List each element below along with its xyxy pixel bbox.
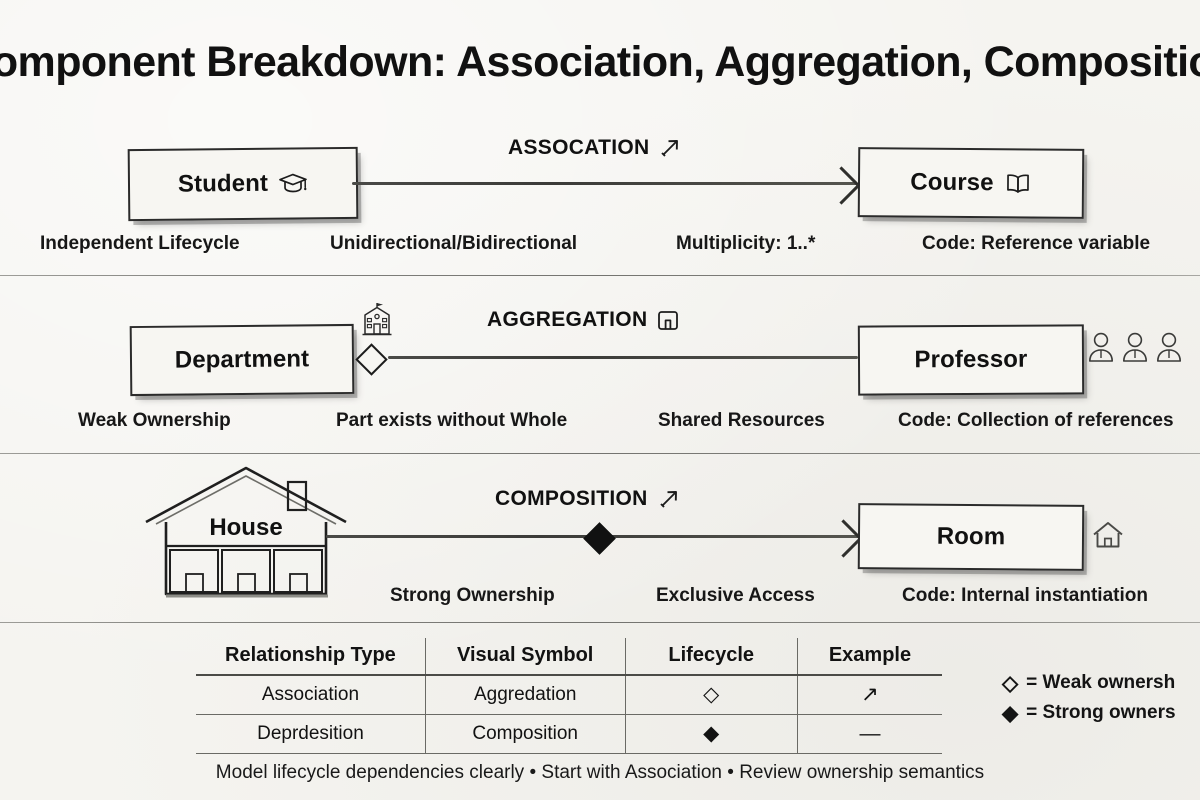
table-header-example: Example xyxy=(797,638,942,676)
aggregation-hollow-diamond xyxy=(355,343,388,376)
person-icon-1 xyxy=(1086,330,1116,364)
arrow-up-right-icon xyxy=(658,136,682,160)
caption-aggr-4: Code: Collection of references xyxy=(898,410,1174,431)
entity-label-student: Student xyxy=(177,169,269,198)
cell-visual-symbol-0: Aggredation xyxy=(425,675,626,715)
table-row[interactable]: Deprdesition Composition ◆ — xyxy=(196,714,942,754)
entity-label-course: Course xyxy=(910,168,994,197)
entity-box-professor[interactable]: Professor xyxy=(857,324,1085,396)
section-tag-label-association: ASSOCATION xyxy=(508,136,650,159)
caption-comp-3: Code: Internal instantiation xyxy=(902,585,1148,606)
cell-relationship-type-1: Deprdesition xyxy=(196,714,426,754)
aggregation-connector-line xyxy=(388,356,858,359)
section-divider-1 xyxy=(0,275,1200,276)
composition-arrowhead xyxy=(824,519,863,558)
table-header-visual-symbol: Visual Symbol xyxy=(425,638,626,676)
entity-box-student[interactable]: Student xyxy=(127,146,359,222)
school-building-icon xyxy=(358,300,396,340)
entity-label-professor: Professor xyxy=(914,345,1028,374)
caption-aggr-1: Weak Ownership xyxy=(78,410,231,431)
legend-item-weak-ownership: ◇ = Weak ownersh xyxy=(1002,668,1200,698)
table-header-relationship-type: Relationship Type xyxy=(196,638,426,676)
cell-example-0: ↗ xyxy=(797,675,942,715)
person-icon-3 xyxy=(1154,330,1184,364)
caption-aggr-3: Shared Resources xyxy=(658,410,825,431)
summary-table: Relationship Type Visual Symbol Lifecycl… xyxy=(196,638,942,754)
table-row[interactable]: Association Aggredation ◇ ↗ xyxy=(196,675,942,715)
section-divider-3 xyxy=(0,622,1200,623)
section-tag-association: ASSOCATION xyxy=(508,136,682,160)
legend-label-strong-ownership: = Strong owners xyxy=(1026,702,1176,723)
footer-tips: Model lifecycle dependencies clearly • S… xyxy=(215,762,985,783)
entity-box-course[interactable]: Course xyxy=(857,147,1085,219)
caption-assoc-4: Code: Reference variable xyxy=(922,233,1151,254)
cell-visual-symbol-1: Composition xyxy=(425,714,626,754)
door-square-icon xyxy=(656,308,680,332)
table-header-row: Relationship Type Visual Symbol Lifecycl… xyxy=(196,638,942,676)
legend-item-strong-ownership: ◆ = Strong owners xyxy=(1002,698,1200,728)
section-divider-2 xyxy=(0,453,1200,454)
entity-label-room: Room xyxy=(936,522,1006,551)
association-connector-line xyxy=(352,182,857,185)
open-book-icon xyxy=(1004,171,1032,195)
arrow-up-right-icon xyxy=(657,487,681,511)
section-tag-label-aggregation: AGGREGATION xyxy=(487,308,648,331)
section-tag-aggregation: AGGREGATION xyxy=(487,308,680,332)
entity-box-department[interactable]: Department xyxy=(129,323,355,397)
cell-example-1: — xyxy=(797,714,942,754)
cell-relationship-type-0: Association xyxy=(196,675,426,715)
association-arrowhead xyxy=(822,166,861,205)
section-tag-composition: COMPOSITION xyxy=(495,487,681,511)
legend: ◇ = Weak ownersh ◆ = Strong owners xyxy=(1002,668,1200,728)
caption-assoc-1: Independent Lifecycle xyxy=(40,233,240,254)
composition-filled-diamond xyxy=(583,522,616,555)
entity-label-department: Department xyxy=(174,345,310,374)
three-people-icon xyxy=(1086,330,1184,364)
caption-comp-1: Strong Ownership xyxy=(390,585,555,606)
person-icon-2 xyxy=(1120,330,1150,364)
graduation-cap-icon xyxy=(278,171,308,195)
entity-box-room[interactable]: Room xyxy=(857,503,1085,571)
cell-lifecycle-0: ◇ xyxy=(625,675,798,715)
filled-diamond-icon: ◆ xyxy=(1002,701,1019,725)
hollow-diamond-icon: ◇ xyxy=(1002,671,1019,695)
caption-assoc-2: Unidirectional/Bidirectional xyxy=(330,233,578,254)
caption-comp-2: Exclusive Access xyxy=(656,585,815,606)
caption-aggr-2: Part exists without Whole xyxy=(336,410,568,431)
legend-label-weak-ownership: = Weak ownersh xyxy=(1026,672,1176,693)
table-header-lifecycle: Lifecycle xyxy=(625,638,798,676)
home-outline-icon xyxy=(1090,518,1126,552)
caption-assoc-3: Multiplicity: 1..* xyxy=(676,233,816,254)
section-tag-label-composition: COMPOSITION xyxy=(495,487,648,510)
house-illustration[interactable]: House xyxy=(140,462,390,602)
cell-lifecycle-1: ◆ xyxy=(625,714,798,754)
entity-label-house: House xyxy=(209,514,283,541)
page-title: omponent Breakdown: Association, Aggrega… xyxy=(0,38,1200,86)
